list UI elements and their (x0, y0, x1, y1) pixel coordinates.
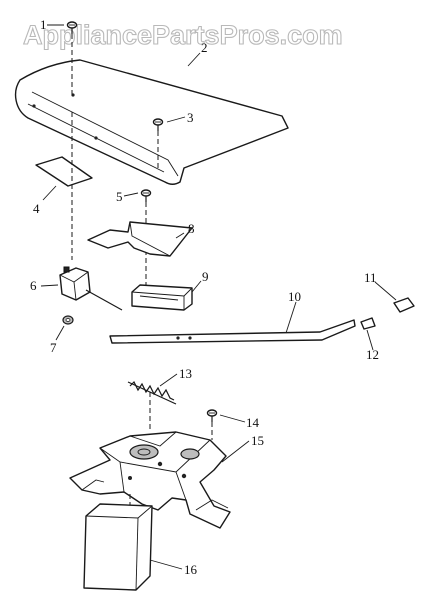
part-5-screw (140, 189, 152, 202)
callout-10: 10 (288, 289, 301, 304)
callout-2: 2 (201, 40, 208, 55)
part-7-nut (62, 315, 74, 325)
part-11-knob (393, 297, 415, 313)
callout-16: 16 (184, 562, 198, 577)
callout-6: 6 (30, 278, 37, 293)
callout-8: 8 (188, 221, 195, 236)
part-16-box (83, 503, 153, 591)
part-4-pad (35, 156, 93, 187)
callout-labels: 1 2 3 4 5 6 7 8 9 10 11 12 13 14 15 16 (30, 17, 379, 577)
part-14-screw (206, 409, 218, 422)
part-12-clip (360, 317, 376, 330)
callout-3: 3 (187, 110, 194, 125)
part-1-screw (66, 21, 78, 34)
callout-4: 4 (33, 201, 40, 216)
callout-5: 5 (116, 189, 123, 204)
callout-14: 14 (246, 415, 260, 430)
callout-9: 9 (202, 269, 209, 284)
callout-15: 15 (251, 433, 264, 448)
callout-1: 1 (40, 17, 47, 32)
callout-7: 7 (50, 340, 57, 355)
part-8-bracket (87, 221, 193, 257)
part-3-screw (152, 118, 164, 131)
callout-13: 13 (179, 366, 192, 381)
part-2-cover-panel (14, 59, 289, 185)
callout-12: 12 (366, 347, 379, 362)
part-10-lock-rod (109, 319, 356, 344)
part-6-switch (59, 266, 123, 311)
leader-lines (40, 24, 397, 570)
callout-11: 11 (364, 270, 377, 285)
part-13-spring (127, 380, 177, 405)
part-9-latch-block (131, 284, 193, 311)
